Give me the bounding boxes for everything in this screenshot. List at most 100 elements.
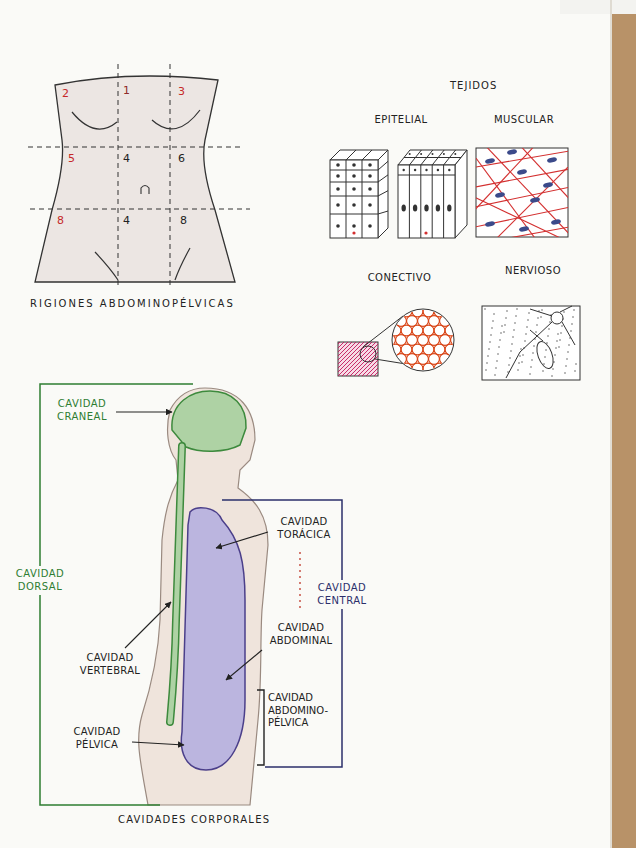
fat-cell bbox=[429, 316, 440, 327]
cell-wall bbox=[330, 214, 378, 215]
fat-cell bbox=[434, 306, 445, 317]
cell-nucleus bbox=[432, 153, 434, 155]
fat-cell bbox=[440, 373, 451, 384]
tissue-dot bbox=[498, 346, 499, 347]
cell-nucleus bbox=[352, 187, 356, 191]
cavity-label: CAVIDAD CENTRAL bbox=[310, 580, 374, 609]
muscle-nucleus bbox=[543, 182, 554, 189]
cell-wall bbox=[378, 161, 388, 170]
fat-cell bbox=[385, 335, 396, 346]
fat-cell bbox=[374, 354, 385, 365]
fat-cell bbox=[423, 306, 434, 317]
cell-wall bbox=[398, 175, 455, 176]
tissue-dot bbox=[573, 309, 574, 310]
cell-wall bbox=[378, 211, 388, 214]
tissue-dot bbox=[566, 358, 567, 359]
fat-cell bbox=[451, 297, 462, 308]
cell-wall bbox=[409, 165, 410, 238]
fat-cell bbox=[412, 344, 423, 355]
zoom-spot bbox=[360, 346, 376, 362]
tissue-dot bbox=[529, 373, 530, 374]
fat-cell bbox=[396, 354, 407, 365]
tissue-dot bbox=[535, 331, 536, 332]
tissue-dot bbox=[525, 333, 526, 334]
fat-cell bbox=[467, 325, 478, 336]
cell-nucleus bbox=[336, 224, 340, 228]
tissue-heading: NERVIOSO bbox=[478, 265, 588, 277]
tissue-dot bbox=[514, 322, 515, 323]
muscle-fibre bbox=[515, 148, 568, 205]
tissue-panel: MUSCULAR bbox=[472, 114, 576, 242]
tissue-dot bbox=[487, 355, 488, 356]
fat-cell bbox=[401, 363, 412, 374]
leader-arrow bbox=[125, 602, 171, 648]
tissue-dot bbox=[558, 346, 559, 347]
fat-cell bbox=[467, 363, 478, 374]
cell-nucleus bbox=[336, 203, 340, 207]
tissue-dot bbox=[516, 308, 517, 309]
fat-cell bbox=[462, 297, 473, 308]
cell-nucleus bbox=[424, 205, 428, 212]
tissue-dot bbox=[546, 342, 547, 343]
fat-cell bbox=[451, 316, 462, 327]
fat-cell bbox=[462, 335, 473, 346]
fat-cell bbox=[401, 344, 412, 355]
cavity-label: CAVIDAD CRANEAL bbox=[50, 398, 114, 423]
muscle-nucleus bbox=[519, 226, 530, 233]
leader-arrow bbox=[132, 742, 184, 745]
tissue-dot bbox=[520, 348, 521, 349]
tissue-frame bbox=[482, 306, 580, 380]
neuron-fiber bbox=[506, 322, 552, 378]
fat-cell bbox=[462, 354, 473, 365]
fat-cell bbox=[374, 335, 385, 346]
tissue-dot bbox=[503, 331, 504, 332]
tissue-dot bbox=[527, 319, 528, 320]
muscle-nucleus bbox=[485, 158, 496, 165]
callout-number: 8 bbox=[180, 214, 187, 228]
tissue-dot bbox=[552, 368, 553, 369]
nerve-cell bbox=[534, 339, 557, 370]
callout-number: 1 bbox=[123, 84, 130, 98]
leader-arrow bbox=[116, 411, 172, 412]
tissue-dot bbox=[547, 335, 548, 336]
tissue-dot bbox=[549, 321, 550, 322]
body-silhouette bbox=[139, 388, 300, 805]
fat-cell bbox=[445, 363, 456, 374]
epithelial-drawing bbox=[330, 150, 467, 238]
cell-nucleus bbox=[368, 187, 372, 191]
fat-cell bbox=[396, 373, 407, 384]
fat-cell bbox=[418, 335, 429, 346]
tissue-dot bbox=[504, 324, 505, 325]
cell-wall bbox=[420, 165, 421, 238]
fat-cell bbox=[451, 335, 462, 346]
cell-wall bbox=[346, 160, 347, 238]
fat-cell bbox=[379, 363, 390, 374]
tissue-dot bbox=[575, 363, 576, 364]
fat-cell bbox=[423, 363, 434, 374]
cavity-label: CAVIDAD TORÁCICA bbox=[272, 516, 336, 541]
cell-nucleus bbox=[336, 163, 340, 167]
fat-cell bbox=[456, 325, 467, 336]
cell-nucleus bbox=[402, 205, 406, 212]
tissue-dot bbox=[518, 362, 519, 363]
muscle-nucleus bbox=[551, 219, 562, 226]
callout-number: 5 bbox=[68, 152, 75, 166]
tissue-dot bbox=[574, 370, 575, 371]
cell-nucleus bbox=[352, 174, 356, 178]
cell-nucleus bbox=[336, 187, 340, 191]
vertebral-cavity bbox=[170, 446, 182, 722]
tissue-dot bbox=[533, 345, 534, 346]
section-heading: TEJIDOS bbox=[450, 80, 497, 93]
tissue-dot bbox=[497, 353, 498, 354]
fat-cell bbox=[407, 373, 418, 384]
region-divider bbox=[30, 209, 250, 210]
tissue-dot bbox=[511, 343, 512, 344]
tissue-dot bbox=[493, 313, 494, 314]
fat-cell bbox=[445, 325, 456, 336]
tissue-dot bbox=[544, 356, 545, 357]
paper-edge bbox=[610, 0, 612, 848]
cell-nucleus bbox=[368, 174, 372, 178]
tissue-dot bbox=[531, 359, 532, 360]
